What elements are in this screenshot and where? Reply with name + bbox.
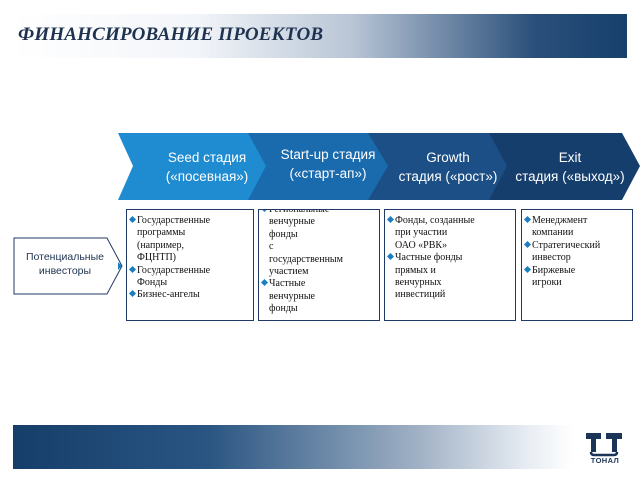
investor-item-line: Биржевые: [532, 264, 576, 276]
investor-item-line: венчурные: [269, 216, 315, 228]
page-title: ФИНАНСИРОВАНИЕ ПРОЕКТОВ: [18, 24, 324, 45]
investor-item-line: участием: [269, 266, 309, 278]
investors-label-line2: инвесторы: [38, 265, 92, 277]
bullet-icon: [386, 215, 395, 224]
footer-bar: [13, 425, 573, 469]
bullet-icon: [260, 279, 269, 287]
investor-item: Бизнес-ангелы: [128, 289, 250, 301]
investor-item-line: инвестиций: [395, 289, 446, 301]
investors-connector: [118, 262, 122, 270]
stage-arrow-seed: [118, 133, 280, 200]
investor-item-line: при участии: [395, 227, 448, 239]
stage-arrow-growth: [368, 133, 511, 200]
bullet-icon: [523, 265, 532, 273]
investor-item-line: ОАО «РВК»: [395, 239, 448, 251]
investors-label-line1: Потенциальные: [26, 251, 104, 263]
investor-item-line: компании: [532, 227, 574, 239]
bullet-icon: [260, 210, 269, 213]
bullet-icon: [523, 215, 532, 224]
bullet-icon: [523, 240, 532, 248]
investor-item-line: с: [269, 241, 274, 253]
investors-label: Потенциальные инвесторы: [22, 250, 108, 278]
tonal-logo-icon: [586, 433, 622, 457]
investor-item-line: Частные фонды: [395, 252, 463, 264]
investors-arrow: [13, 237, 123, 295]
bullet-icon: [128, 215, 137, 224]
investor-item-line: венчурные: [269, 290, 315, 302]
investor-item-line: Региональные: [269, 209, 330, 215]
bullet-icon: [128, 265, 137, 273]
bullet-icon: [128, 290, 137, 298]
investor-item-line: Частные: [269, 278, 306, 290]
investor-item-line: фонды: [269, 303, 298, 315]
stage-arrow-exit: [489, 133, 640, 200]
investor-item-line: Фонды: [137, 277, 168, 289]
title-bar: [13, 14, 627, 58]
bullet-icon: [386, 253, 395, 261]
investor-item-line: Стратегический: [532, 239, 601, 251]
investor-item-line: Бизнес-ангелы: [137, 289, 200, 301]
investor-item-line: Государственные: [137, 215, 211, 226]
investor-item-line: игроки: [532, 277, 562, 289]
investor-item-line: Государственные: [137, 264, 211, 276]
investor-item-line: Фонды, созданные: [395, 215, 475, 226]
investor-item-line: государственным: [269, 253, 343, 265]
investor-item-line: программы: [137, 227, 186, 239]
stage-label-seed: Seed стадия(«посевная»): [165, 150, 249, 184]
stage-label-startup: Start-up стадия(«старт-ап»): [280, 147, 376, 181]
logo-text: ТОНАЛ: [590, 456, 620, 465]
investor-item-line: Менеджмент: [532, 215, 588, 226]
investor-item-line: фонды: [269, 228, 298, 240]
stage-arrow-startup: [248, 133, 391, 200]
investor-item-line: ФЦНТП): [137, 252, 177, 264]
investor-item-line: (например,: [137, 239, 184, 251]
investor-item-line: венчурных: [395, 277, 442, 289]
investor-item-line: инвестор: [532, 252, 571, 264]
investor-item-line: прямых и: [395, 264, 436, 276]
